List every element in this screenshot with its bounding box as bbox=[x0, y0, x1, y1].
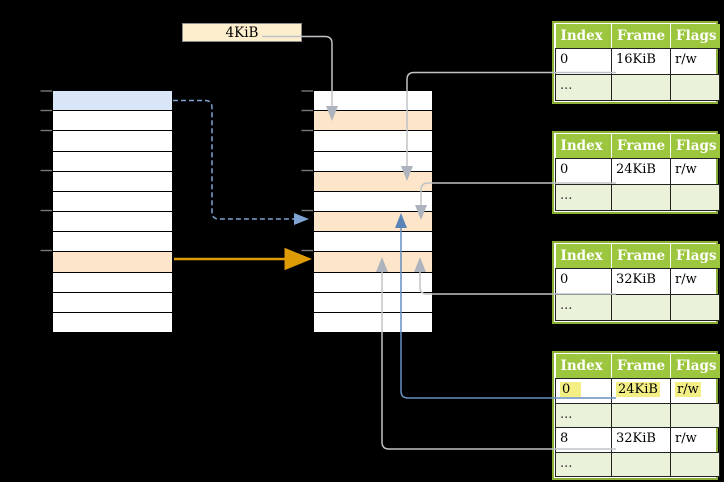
column-header-frame: Frame bbox=[611, 24, 671, 49]
left-column-ticks bbox=[40, 90, 52, 252]
memory-row-white bbox=[314, 91, 432, 111]
table-cell bbox=[611, 451, 671, 477]
table-row: ... bbox=[555, 402, 720, 428]
column-header-index: Index bbox=[555, 244, 612, 269]
column-header-flags: Flags bbox=[670, 134, 720, 159]
virtual-memory-column bbox=[52, 90, 173, 333]
table-cell: 8 bbox=[555, 427, 612, 453]
table-row: ... bbox=[555, 74, 720, 101]
column-header-frame: Frame bbox=[611, 244, 671, 269]
table-cell: ... bbox=[555, 402, 612, 428]
table-cell: r/w bbox=[670, 268, 720, 295]
memory-row-white bbox=[314, 291, 432, 312]
table-cell: ... bbox=[555, 184, 612, 211]
table-row: ... bbox=[555, 451, 720, 477]
memory-row-peach bbox=[314, 211, 432, 232]
column-header-index: Index bbox=[555, 354, 612, 379]
table-cell: ... bbox=[555, 294, 612, 321]
memory-row-white bbox=[314, 271, 432, 292]
highlighted-value: 24KiB bbox=[616, 382, 660, 397]
column-header-flags: Flags bbox=[670, 244, 720, 269]
memory-row-white bbox=[53, 271, 172, 292]
table-cell: r/w bbox=[670, 158, 720, 185]
table-cell: 0 bbox=[555, 158, 612, 185]
table-row: ... bbox=[555, 294, 720, 321]
table-cell bbox=[670, 402, 720, 428]
memory-row-white bbox=[53, 211, 172, 232]
table-cell: ... bbox=[555, 74, 612, 101]
column-header-frame: Frame bbox=[611, 134, 671, 159]
table-cell bbox=[611, 402, 671, 428]
table-cell: 24KiB bbox=[611, 158, 671, 185]
table-cell bbox=[611, 294, 671, 321]
memory-row-peach bbox=[314, 170, 432, 191]
column-header-frame: Frame bbox=[611, 354, 671, 379]
memory-row-white bbox=[53, 291, 172, 312]
arrow-virtual-to-physical-dashed bbox=[173, 99, 309, 225]
memory-row-white bbox=[314, 231, 432, 252]
table-cell: 0 bbox=[555, 48, 612, 75]
column-header-index: Index bbox=[555, 24, 612, 49]
memory-row-white bbox=[53, 311, 172, 333]
table-cell bbox=[670, 294, 720, 321]
memory-row-peach bbox=[314, 110, 432, 131]
column-header-index: Index bbox=[555, 134, 612, 159]
table-row: 0 24KiB r/w bbox=[555, 378, 720, 404]
table-cell: 0 bbox=[555, 268, 612, 295]
highlighted-value: r/w bbox=[675, 382, 701, 397]
table-cell: r/w bbox=[670, 48, 720, 75]
memory-row-white bbox=[314, 130, 432, 151]
table-cell bbox=[611, 184, 671, 211]
memory-row-white bbox=[53, 170, 172, 191]
memory-row-white bbox=[53, 130, 172, 151]
memory-row-white bbox=[53, 190, 172, 212]
table-cell bbox=[670, 74, 720, 101]
table-cell: 32KiB bbox=[611, 427, 671, 453]
size-label: 4KiB bbox=[225, 24, 259, 41]
table-cell bbox=[670, 184, 720, 211]
memory-row-white bbox=[314, 150, 432, 171]
memory-row-peach bbox=[314, 251, 432, 272]
table-cell bbox=[611, 74, 671, 101]
table-cell: 32KiB bbox=[611, 268, 671, 295]
table-cell: r/w bbox=[670, 378, 720, 404]
size-label-box: 4KiB bbox=[182, 23, 302, 42]
highlighted-value: 0 bbox=[560, 382, 582, 397]
column-header-flags: Flags bbox=[670, 354, 720, 379]
memory-row-peach bbox=[53, 251, 172, 272]
middle-column-ticks bbox=[301, 90, 313, 252]
physical-memory-column bbox=[313, 90, 433, 333]
memory-row-white bbox=[314, 311, 432, 333]
memory-row-white bbox=[314, 190, 432, 212]
memory-row-blue bbox=[53, 91, 172, 111]
table-cell: 24KiB bbox=[611, 378, 671, 404]
memory-row-white bbox=[53, 110, 172, 131]
table-cell: 0 bbox=[555, 378, 612, 404]
table-cell: r/w bbox=[670, 427, 720, 453]
memory-row-white bbox=[53, 150, 172, 171]
table-cell: 16KiB bbox=[611, 48, 671, 75]
table-cell: ... bbox=[555, 451, 612, 477]
memory-row-white bbox=[53, 231, 172, 252]
table-cell bbox=[670, 451, 720, 477]
table-row: ... bbox=[555, 184, 720, 211]
column-header-flags: Flags bbox=[670, 24, 720, 49]
